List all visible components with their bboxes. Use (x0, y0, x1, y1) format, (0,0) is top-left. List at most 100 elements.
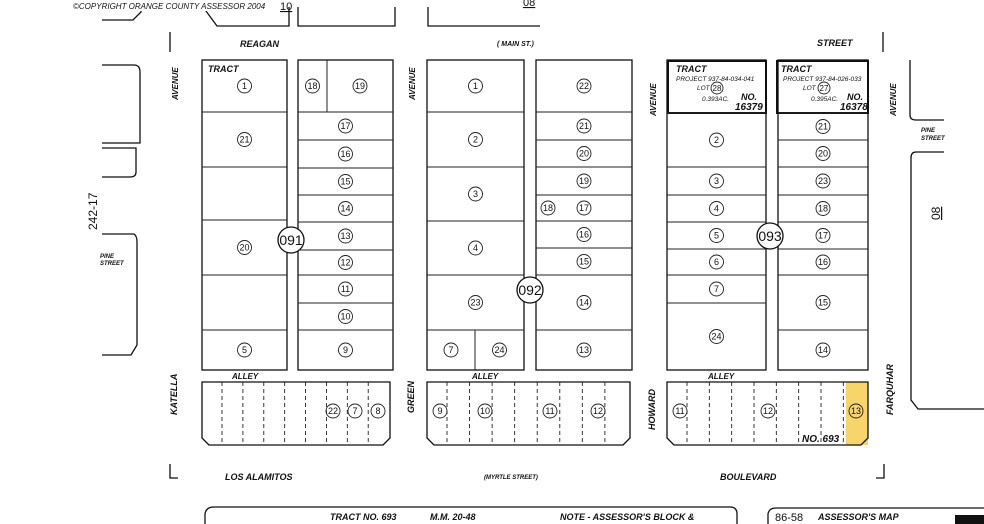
lot-circle (815, 201, 831, 216)
lot-091-south-8[interactable]: 8 (370, 403, 386, 419)
lot-091-15[interactable]: 15 (338, 174, 353, 189)
lot-number: 14 (340, 204, 350, 214)
lot-091-11[interactable]: 11 (338, 281, 353, 297)
street-label-myrtle: (MYRTLE STREET) (484, 475, 538, 481)
lot-093-18[interactable]: 18 (815, 201, 831, 216)
lot-091-south-22[interactable]: 22 (325, 403, 341, 419)
lot-circle (432, 403, 448, 419)
lot-092-21[interactable]: 21 (576, 118, 592, 134)
lot-circle (576, 254, 592, 269)
lot-092-south-10[interactable]: 10 (477, 403, 493, 419)
tract-acreage: 0.395AC. (811, 96, 838, 103)
lot-number: 22 (579, 81, 589, 91)
lot-091-10[interactable]: 10 (338, 309, 353, 324)
lot-091-12[interactable]: 12 (338, 255, 353, 270)
lot-091-16[interactable]: 16 (338, 146, 353, 162)
lot-circle (576, 118, 592, 134)
lot-091-13[interactable]: 13 (338, 228, 353, 244)
lot-092-24[interactable]: 24 (492, 342, 507, 358)
lot-092-16[interactable]: 16 (576, 227, 592, 242)
street-label-street: STREET (817, 38, 854, 48)
lot-091-17[interactable]: 17 (338, 118, 353, 134)
lot-093-21[interactable]: 21 (815, 119, 831, 134)
lot-093-15[interactable]: 15 (815, 295, 831, 310)
lot-number: 20 (818, 149, 828, 159)
lot-092-20[interactable]: 20 (576, 146, 592, 161)
lot-number: 11 (545, 406, 554, 416)
lot-092-2[interactable]: 2 (468, 132, 483, 147)
lot-091-9[interactable]: 9 (338, 342, 353, 358)
lot-circle (590, 403, 606, 419)
lot-circle (338, 309, 353, 324)
lot-092-17[interactable]: 17 (576, 200, 592, 216)
lot-number: 18 (818, 204, 828, 214)
lot-091-south-7[interactable]: 7 (347, 403, 363, 419)
lot-093-16[interactable]: 16 (815, 254, 831, 270)
lot-number: 17 (579, 203, 589, 213)
lot-092-4[interactable]: 4 (468, 240, 483, 256)
lot-number: 7 (714, 284, 719, 294)
lot-092-south-12[interactable]: 12 (590, 403, 606, 419)
alley-label-091: ALLEY (231, 372, 259, 381)
lot-circle (338, 228, 353, 244)
lot-circle (815, 146, 831, 161)
lot-number: 1 (242, 81, 247, 91)
lot-092-14[interactable]: 14 (576, 295, 592, 310)
lot-093-7[interactable]: 7 (709, 281, 724, 297)
adjacent-map-ref-west: 242-17 (86, 192, 100, 230)
lot-093-south-12[interactable]: 12 (760, 403, 776, 419)
lot-091-19[interactable]: 19 (352, 78, 368, 94)
lot-092-22[interactable]: 22 (576, 78, 592, 94)
lot-092-1[interactable]: 1 (468, 78, 483, 94)
lot-circle (325, 403, 341, 419)
lot-092-15[interactable]: 15 (576, 254, 592, 269)
lot-number: 13 (579, 345, 589, 355)
lot-number: 11 (675, 406, 684, 416)
lot-093-23[interactable]: 23 (815, 173, 831, 189)
lot-number: 24 (711, 332, 721, 342)
lot-circle (576, 342, 592, 358)
lot-093-6[interactable]: 6 (709, 254, 724, 270)
lot-circle (468, 132, 483, 147)
footer-book-page: 86-58 (775, 512, 803, 524)
footer-box-left (204, 506, 738, 524)
lot-092-18[interactable]: 18 (540, 200, 556, 216)
lot-093-14[interactable]: 14 (815, 342, 831, 358)
lot-093-south-11[interactable]: 11 (672, 403, 688, 419)
lot-093-4[interactable]: 4 (709, 201, 724, 216)
lot-number: 16 (340, 149, 350, 159)
lot-number: 11 (341, 284, 350, 294)
lot-093-2[interactable]: 2 (709, 132, 724, 148)
lot-091-21[interactable]: 21 (237, 132, 252, 147)
lot-circle (338, 342, 353, 358)
lot-093-24[interactable]: 24 (709, 329, 724, 344)
lot-093-20[interactable]: 20 (815, 146, 831, 161)
lot-091-1[interactable]: 1 (237, 78, 252, 94)
lot-091-18[interactable]: 18 (305, 78, 320, 94)
lot-093-17[interactable]: 17 (815, 228, 831, 243)
street-label-pine-west-1: PINE (100, 254, 115, 260)
lot-092-3[interactable]: 3 (468, 186, 483, 202)
lot-092-19[interactable]: 19 (576, 173, 592, 189)
lot-number: 18 (307, 81, 317, 91)
lot-093-5[interactable]: 5 (709, 228, 724, 243)
highlighted-lot-13[interactable] (846, 382, 868, 445)
lot-093-3[interactable]: 3 (709, 173, 724, 189)
lot-092-13[interactable]: 13 (576, 342, 592, 358)
lot-092-south-9[interactable]: 9 (432, 403, 448, 419)
lot-number: 12 (340, 258, 350, 268)
lot-091-14[interactable]: 14 (338, 201, 353, 216)
lot-circle (352, 78, 368, 94)
lot-circle (815, 228, 831, 243)
lot-circle (848, 403, 864, 419)
lot-092-7[interactable]: 7 (443, 342, 459, 358)
lot-092-23[interactable]: 23 (468, 295, 483, 310)
lot-091-20[interactable]: 20 (237, 240, 252, 255)
lot-093-south-13[interactable]: 13 (848, 403, 864, 419)
lot-number: 12 (593, 406, 603, 416)
lot-number: 15 (579, 257, 589, 267)
lot-092-south-11[interactable]: 11 (542, 403, 558, 419)
lot-091-5[interactable]: 5 (237, 342, 252, 358)
tract-title: TRACT (676, 64, 708, 74)
